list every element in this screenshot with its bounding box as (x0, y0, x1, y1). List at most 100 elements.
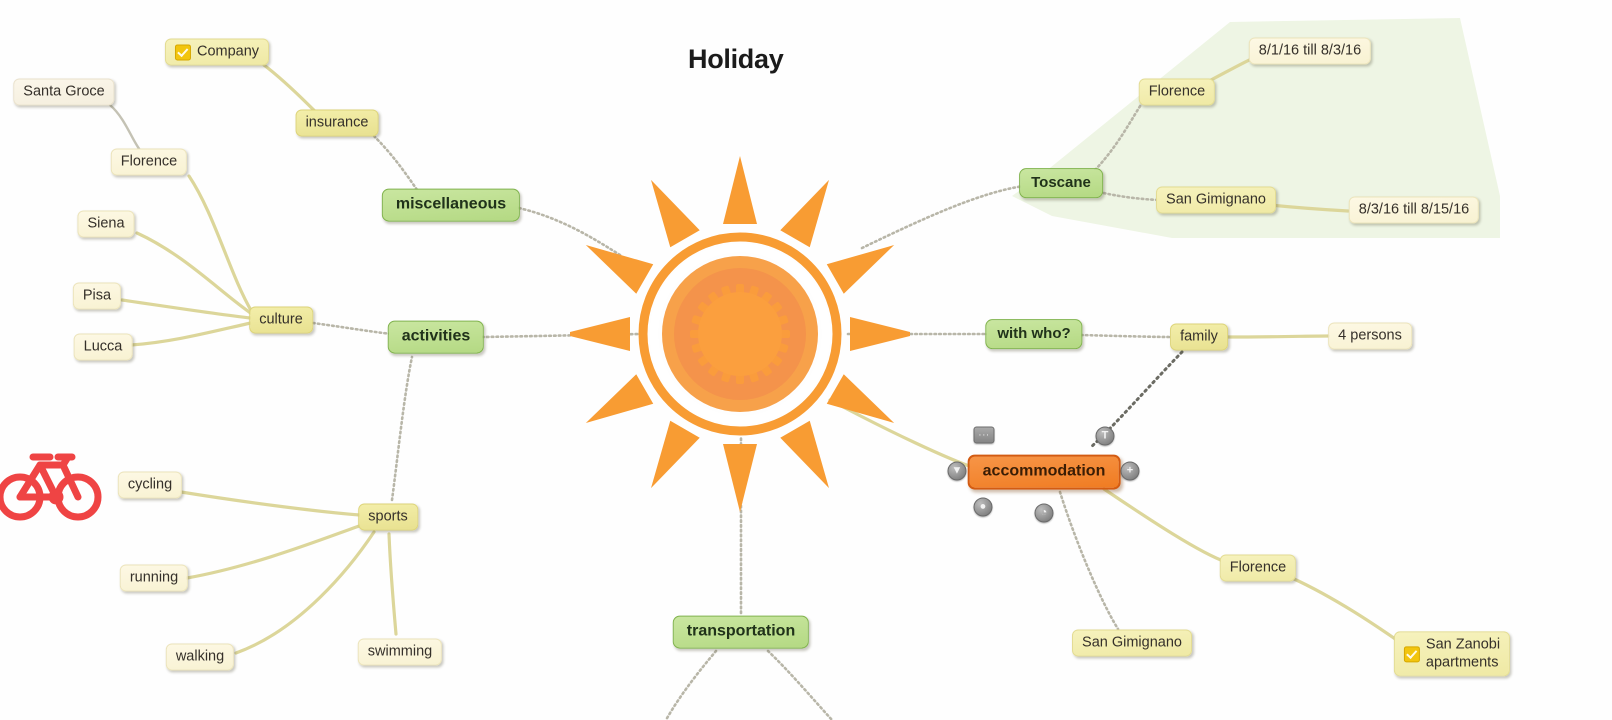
sun-ray (826, 245, 895, 294)
sun-ray (585, 374, 654, 423)
node-activities[interactable]: activities (387, 320, 485, 354)
edge-walking-to-sports (234, 530, 376, 655)
node-pisa[interactable]: Pisa (72, 282, 122, 310)
edge-cycling-to-sports (179, 490, 362, 517)
node-label: Company (196, 43, 260, 60)
edge-pisa-to-culture (120, 298, 252, 320)
edge-accommodation-to-san-gimignano-accom (1058, 490, 1120, 631)
clock-handle[interactable]: ◔ (1034, 503, 1054, 523)
node-siena[interactable]: Siena (77, 210, 135, 238)
node-toscane[interactable]: Toscane (1019, 168, 1103, 198)
node-with-who[interactable]: with who? (985, 319, 1083, 349)
node-label: insurance (305, 114, 369, 131)
sun-illustration (570, 156, 910, 512)
node-label: San Gimignano (1166, 191, 1266, 208)
edge-lucca-to-culture (129, 321, 253, 347)
collapse-handle[interactable]: ▼ (947, 461, 967, 481)
note-handle[interactable]: ··· (973, 426, 995, 444)
node-label: accommodation (982, 462, 1106, 480)
node-label: 8/1/16 till 8/3/16 (1258, 42, 1362, 59)
node-date-1[interactable]: 8/1/16 till 8/3/16 (1248, 37, 1372, 65)
add-child-handle[interactable]: + (1120, 461, 1140, 481)
node-4-persons[interactable]: 4 persons (1328, 322, 1412, 350)
sun-ray (585, 245, 654, 294)
checkbox-company[interactable] (174, 43, 191, 60)
sun-ray (780, 179, 829, 248)
edge-toscane-to-san-gimignano-toscane (1097, 190, 1166, 202)
node-label: Lucca (83, 338, 123, 355)
node-label: activities (401, 327, 471, 345)
node-family[interactable]: family (1170, 323, 1228, 351)
node-florence-toscane[interactable]: Florence (1138, 78, 1216, 106)
edge-accommodation-to-florence-accom (1102, 487, 1228, 564)
node-label: Santa Groce (23, 83, 105, 100)
edge-toscane-to-florence-toscane (1093, 98, 1146, 172)
node-florence-culture[interactable]: Florence (110, 148, 188, 176)
node-insurance[interactable]: insurance (295, 109, 379, 137)
edge-insurance-to-miscellaneous (372, 134, 422, 196)
node-label: miscellaneous (395, 195, 507, 213)
node-running[interactable]: running (119, 564, 189, 592)
node-transportation[interactable]: transportation (672, 615, 810, 649)
bicycle-icon (0, 453, 102, 521)
node-miscellaneous[interactable]: miscellaneous (381, 188, 521, 222)
node-label: family (1180, 328, 1218, 345)
node-label: 8/3/16 till 8/15/16 (1358, 201, 1470, 218)
edge-with-who-to-family (1079, 333, 1174, 339)
edge-transportation-to-child-a (664, 649, 718, 720)
relationship-handle[interactable]: T (1095, 426, 1115, 446)
map-title: Holiday (688, 44, 784, 74)
node-label: San Gimignano (1082, 634, 1182, 651)
edge-florence-accom-to-san-zanobi (1290, 576, 1406, 647)
sun-ray (651, 179, 700, 248)
sun-ray (570, 317, 630, 351)
node-label: transportation (686, 622, 796, 640)
node-label: Florence (120, 153, 178, 170)
node-date-2[interactable]: 8/3/16 till 8/15/16 (1348, 196, 1480, 224)
node-label: culture (259, 311, 303, 328)
node-culture[interactable]: culture (249, 306, 313, 334)
node-san-gimignano-toscane[interactable]: San Gimignano (1156, 186, 1276, 214)
node-label: Toscane (1031, 174, 1091, 192)
node-accommodation[interactable]: accommodation (967, 454, 1121, 490)
node-label: sports (368, 508, 408, 525)
sun-ray (826, 374, 895, 423)
sun-ray (850, 317, 910, 351)
node-swimming[interactable]: swimming (357, 638, 443, 666)
sun-ray (651, 420, 700, 489)
edge-santa-groce-to-florence-culture (108, 103, 142, 152)
edge-sports-to-activities (390, 355, 414, 502)
node-label: Florence (1229, 559, 1287, 576)
node-company[interactable]: Company (164, 38, 270, 66)
sun-ray (723, 444, 757, 512)
edge-florence-culture-to-culture (187, 174, 254, 314)
edge-company-to-insurance (262, 63, 320, 116)
edge-siena-to-culture (135, 231, 254, 316)
node-florence-accom[interactable]: Florence (1219, 554, 1297, 582)
edge-san-gimignano-toscane-to-date-2 (1268, 203, 1350, 213)
node-label: walking (175, 648, 225, 665)
remove-handle[interactable]: ● (973, 497, 993, 517)
node-label: with who? (997, 325, 1071, 343)
edge-family-to-4-persons (1226, 334, 1330, 339)
node-cycling[interactable]: cycling (117, 471, 183, 499)
node-label: running (129, 569, 179, 586)
edge-transportation-to-child-b (766, 649, 834, 720)
node-walking[interactable]: walking (165, 643, 235, 671)
node-label-line2: apartments (1425, 654, 1499, 670)
checkbox-san-zanobi[interactable] (1403, 646, 1420, 662)
node-santa-groce[interactable]: Santa Groce (13, 78, 115, 106)
node-san-gimignano-accom[interactable]: San Gimignano (1072, 629, 1192, 657)
node-label: swimming (367, 643, 433, 660)
sun-ray (723, 156, 757, 224)
node-label: cycling (127, 476, 173, 493)
edge-running-to-sports (185, 523, 364, 580)
node-sports[interactable]: sports (358, 503, 418, 531)
node-lucca[interactable]: Lucca (73, 333, 133, 361)
node-label: 4 persons (1338, 327, 1402, 344)
edge-swimming-to-sports (387, 532, 398, 636)
node-label: Pisa (82, 287, 112, 304)
